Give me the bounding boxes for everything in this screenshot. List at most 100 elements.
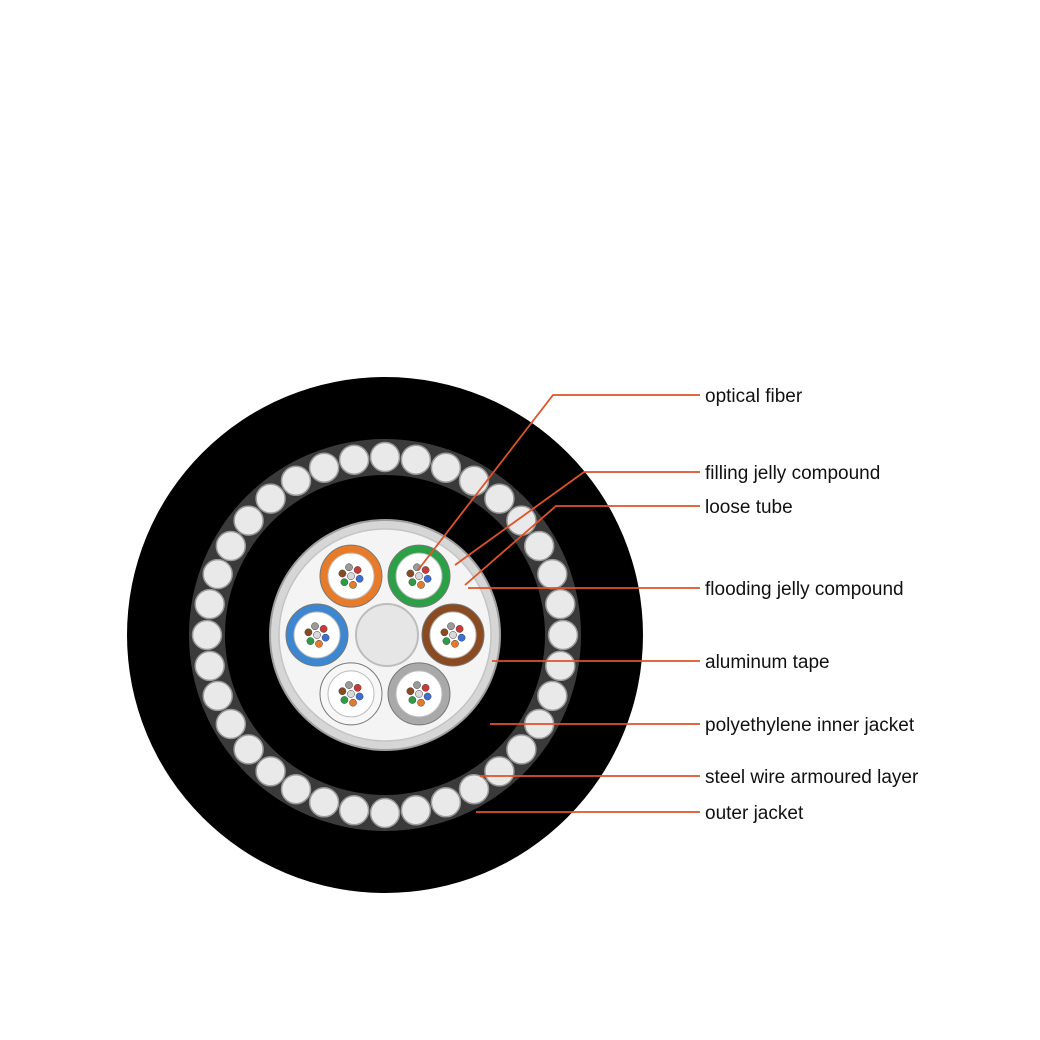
armour-wire — [484, 483, 515, 514]
optical-fiber — [408, 578, 417, 587]
armour-wire — [484, 756, 515, 787]
optical-fiber — [345, 563, 353, 572]
label-filling-jelly: filling jelly compound — [705, 463, 880, 484]
armour-wire — [215, 530, 247, 562]
optical-fiber — [455, 625, 464, 633]
optical-fiber — [417, 698, 425, 707]
optical-fiber — [423, 692, 432, 701]
armour-wire — [202, 558, 233, 590]
optical-fiber — [319, 625, 328, 633]
loose-tubes — [285, 544, 485, 726]
armour-wire — [369, 797, 401, 829]
optical-fiber — [415, 572, 423, 580]
callout-outer-jacket: outer jacket — [476, 803, 804, 824]
label-steel-wire-armour: steel wire armoured layer — [705, 767, 919, 788]
armour-wire — [400, 444, 432, 475]
armour-wire — [215, 708, 247, 740]
armour-wire — [280, 465, 312, 497]
optical-fiber — [315, 639, 323, 648]
loose-tube-green-tube — [387, 544, 451, 608]
optical-fiber — [304, 628, 313, 637]
optical-fiber — [340, 578, 349, 587]
label-pe-inner-jacket: polyethylene inner jacket — [705, 715, 915, 736]
armour-wire — [506, 734, 537, 765]
optical-fiber — [355, 574, 364, 583]
armour-wire — [202, 680, 233, 712]
armour-wire — [280, 773, 312, 805]
armour-wire — [537, 558, 568, 590]
optical-fiber — [421, 566, 430, 574]
loose-tube-orange-tube — [319, 544, 383, 608]
armour-wire — [458, 773, 490, 805]
optical-fiber — [311, 622, 319, 631]
optical-fiber — [423, 574, 432, 583]
optical-fiber — [353, 566, 362, 574]
optical-fiber — [321, 633, 330, 642]
optical-fiber — [449, 631, 457, 639]
armour-wire — [338, 795, 370, 826]
optical-fiber — [355, 692, 364, 701]
optical-fiber — [457, 633, 466, 642]
callout-pe-inner-jacket: polyethylene inner jacket — [490, 715, 915, 736]
optical-fiber — [406, 569, 415, 578]
central-strength-member — [355, 603, 419, 667]
optical-fiber — [353, 683, 362, 692]
armour-wire — [523, 530, 555, 562]
optical-fiber — [408, 696, 417, 704]
optical-fiber — [313, 631, 321, 639]
loose-tube-gray-tube — [387, 662, 451, 726]
armour-wire — [255, 483, 286, 514]
armour-wire — [458, 465, 490, 497]
armour-wire — [194, 650, 225, 682]
label-outer-jacket: outer jacket — [705, 803, 804, 824]
optical-fiber — [442, 637, 451, 645]
optical-fiber — [306, 637, 315, 645]
armour-wire — [233, 734, 264, 765]
armour-wire — [308, 787, 340, 818]
label-aluminum-tape: aluminum tape — [705, 652, 830, 673]
armour-wire — [233, 505, 264, 536]
label-loose-tube: loose tube — [705, 497, 793, 518]
armour-wire — [255, 756, 286, 787]
optical-fiber — [417, 581, 425, 589]
armour-wire — [194, 588, 225, 620]
optical-fiber — [413, 681, 421, 689]
armour-wire — [191, 619, 223, 651]
armour-wire — [545, 588, 576, 620]
armour-wire — [430, 452, 462, 483]
leader-line-loose-tube — [464, 505, 700, 586]
optical-fiber — [347, 572, 355, 580]
armour-wire — [338, 444, 370, 475]
optical-fiber — [440, 628, 449, 637]
label-optical-fiber: optical fiber — [705, 386, 803, 407]
optical-fiber — [406, 687, 415, 696]
optical-fiber — [447, 622, 455, 631]
leader-line-optical-fiber — [417, 394, 700, 571]
armour-wire — [369, 441, 401, 473]
optical-fiber — [349, 698, 357, 707]
optical-fiber — [349, 581, 357, 589]
armour-wire — [400, 795, 432, 826]
callout-steel-wire-armour: steel wire armoured layer — [480, 767, 919, 788]
callout-flooding-jelly: flooding jelly compound — [468, 579, 904, 600]
loose-tube-white-tube — [319, 662, 383, 726]
optical-fiber — [421, 683, 430, 692]
armour-wire — [545, 650, 576, 682]
leader-line-filling-jelly — [454, 471, 700, 566]
optical-fiber — [345, 681, 353, 689]
label-flooding-jelly: flooding jelly compound — [705, 579, 904, 600]
armour-wire — [308, 452, 340, 483]
optical-fiber — [338, 687, 347, 696]
callout-aluminum-tape: aluminum tape — [492, 652, 830, 673]
loose-tube-brown-tube — [421, 603, 485, 667]
callout-filling-jelly: filling jelly compound — [454, 463, 880, 566]
optical-fiber — [347, 690, 355, 698]
armour-wire — [547, 619, 579, 651]
optical-fiber — [451, 639, 459, 648]
callouts: optical fiber filling jelly compound loo… — [417, 386, 919, 824]
optical-fiber — [340, 696, 349, 704]
steel-wire-armour-wires — [191, 441, 579, 829]
optical-fiber — [338, 569, 347, 578]
